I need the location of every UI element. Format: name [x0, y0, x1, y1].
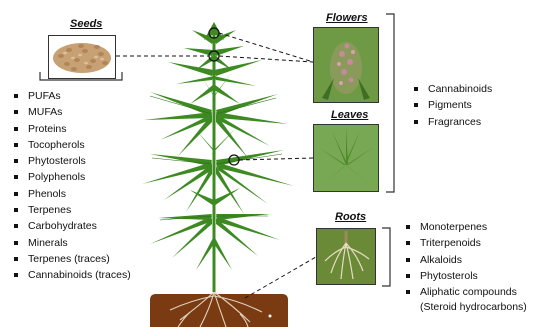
roots-bracket [382, 228, 390, 286]
soil [150, 294, 288, 327]
flowers-leaves-bracket [386, 14, 394, 192]
seeds-bracket [40, 72, 122, 80]
